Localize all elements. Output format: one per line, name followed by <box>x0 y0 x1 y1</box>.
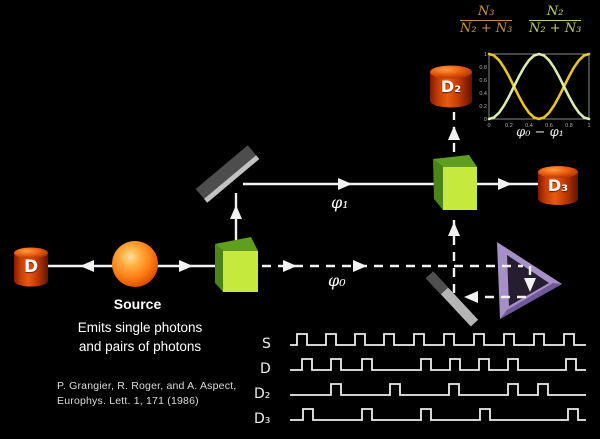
timing-row-label-D2: D₂ <box>254 386 271 402</box>
detector-D2-cylinder <box>430 65 472 108</box>
inset-ytick: 1 <box>484 52 487 58</box>
inset-ytick: 0.8 <box>479 65 487 71</box>
inset-ytick: 0 <box>484 117 487 123</box>
timing-row-label-D3: D₃ <box>254 411 271 427</box>
inset-xtick: 0.4 <box>525 123 533 129</box>
inset-plot: 0 0.2 0.4 0.6 0.8 1 0 0.2 0.4 0.6 0.8 1 <box>479 52 591 129</box>
citation-line2: Europhys. Lett. 1, 171 (1986) <box>57 395 199 407</box>
inset-xtick: 0.2 <box>505 123 513 129</box>
inset-xtick: 0.6 <box>545 123 553 129</box>
mirror-upper-icon <box>195 145 260 203</box>
phase1-label: φ₁ <box>331 193 349 212</box>
legend-fraction-N3-den: N₂ + N₃ <box>460 21 513 37</box>
inset-ytick: 0.6 <box>479 78 487 84</box>
legend-fraction-N2-den: N₂ + N₃ <box>529 21 582 37</box>
detector-D-cylinder <box>14 247 48 287</box>
timing-waveform-0 <box>290 333 586 346</box>
phase0-label: φ₀ <box>328 271 346 290</box>
detector-D-label: D <box>23 257 39 277</box>
detector-D3-label: D₃ <box>547 176 569 195</box>
detector-D3-cylinder <box>538 166 578 205</box>
timing-row-label-S: S <box>262 336 271 352</box>
timing-waveform-2 <box>290 383 586 396</box>
beam-splitter-1 <box>215 237 258 292</box>
inset-ytick: 0.2 <box>479 104 487 110</box>
source-sphere <box>112 241 158 287</box>
inset-plot-frame <box>488 53 590 120</box>
legend-fraction-N2-num: N₂ <box>529 4 582 22</box>
inset-ytick: 0.4 <box>479 91 487 97</box>
timing-row-label-D: D <box>260 361 271 377</box>
inset-xtick: 1 <box>587 123 590 129</box>
inset-xtick: 0 <box>487 123 490 129</box>
timing-waveform-3 <box>290 408 586 421</box>
source-desc-line1: Emits single photons <box>77 320 203 335</box>
beam-splitter-2 <box>433 155 477 210</box>
mirror-lower-icon <box>425 271 479 327</box>
citation-line1: P. Grangier, R. Roger, and A. Aspect, <box>57 380 237 392</box>
source-desc-line2: and pairs of photons <box>78 339 202 354</box>
beam-dashed-paths <box>262 112 532 299</box>
beam-arrowheads <box>80 126 536 303</box>
legend-fraction-N3: N₃ N₂ + N₃ <box>460 4 513 37</box>
source-label: Source <box>113 296 162 312</box>
detector-D2-label: D₂ <box>440 77 462 96</box>
inset-xaxis-label: φ₀ − φ₁ <box>516 125 564 140</box>
timing-waveform-1 <box>290 358 586 371</box>
inset-curve-0 <box>487 52 591 121</box>
legend-fraction-N3-num: N₃ <box>460 4 513 22</box>
inset-xtick: 0.8 <box>565 123 573 129</box>
legend-fraction-N2: N₂ N₂ + N₃ <box>529 4 582 37</box>
inset-curve-1 <box>487 52 591 121</box>
